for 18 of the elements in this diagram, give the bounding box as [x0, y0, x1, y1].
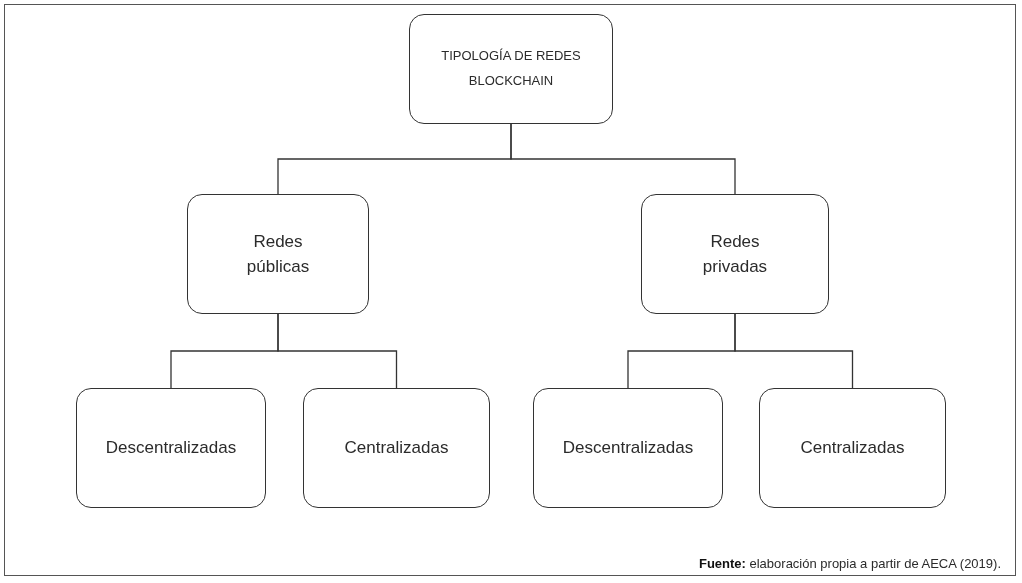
node-label: Centralizadas	[800, 437, 905, 460]
rounded-box	[759, 388, 946, 508]
rounded-box	[641, 194, 829, 314]
node-label: Descentralizadas	[562, 437, 694, 460]
rounded-box	[409, 14, 613, 124]
node-label: Centralizadas	[344, 437, 449, 460]
connector-line	[734, 313, 854, 389]
node-label: Redes privadas	[701, 230, 769, 278]
rounded-box	[76, 388, 266, 508]
connector-line	[510, 123, 736, 195]
rounded-box	[187, 194, 369, 314]
connector-line	[277, 313, 398, 389]
title-label: TIPOLOGÍA DE REDES BLOCKCHAIN	[440, 47, 582, 90]
node-label: Redes públicas	[245, 230, 311, 278]
rounded-box	[303, 388, 490, 508]
source-note: Fuente: elaboración propia a partir de AECA (2019).	[698, 556, 1001, 571]
rounded-box	[533, 388, 723, 508]
node-label: Descentralizadas	[105, 437, 237, 460]
